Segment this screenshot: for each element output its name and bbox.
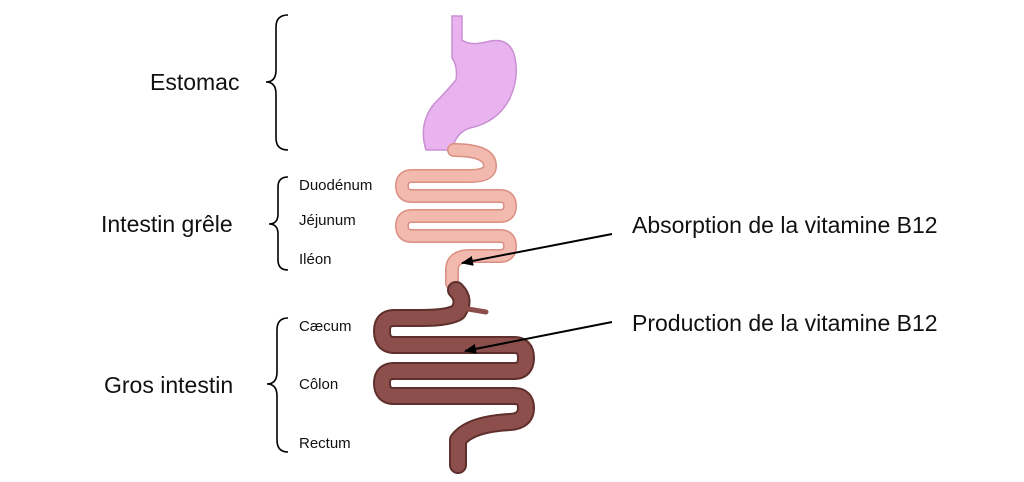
brace-gros-intestin xyxy=(266,317,289,453)
label-gros-intestin: Gros intestin xyxy=(104,372,234,398)
label-caecum: Cæcum xyxy=(299,318,352,335)
brace-estomac xyxy=(265,14,289,151)
label-ileon: Iléon xyxy=(299,251,332,268)
brace-intestin-grele xyxy=(268,176,289,271)
label-rectum: Rectum xyxy=(299,435,351,452)
annotation-production: Production de la vitamine B12 xyxy=(632,310,938,336)
label-jejunum: Jéjunum xyxy=(299,212,356,229)
label-colon: Côlon xyxy=(299,376,339,393)
arrow-absorption xyxy=(461,233,613,266)
label-intestin-grele: Intestin grêle xyxy=(101,211,233,237)
arrow-production xyxy=(464,321,613,354)
large-intestine-shape xyxy=(373,281,535,474)
annotation-absorption: Absorption de la vitamine B12 xyxy=(632,212,938,238)
label-duodenum: Duodénum xyxy=(299,177,373,194)
label-estomac: Estomac xyxy=(150,69,240,95)
small-intestine-shape xyxy=(395,143,517,290)
stomach-shape xyxy=(422,15,517,151)
